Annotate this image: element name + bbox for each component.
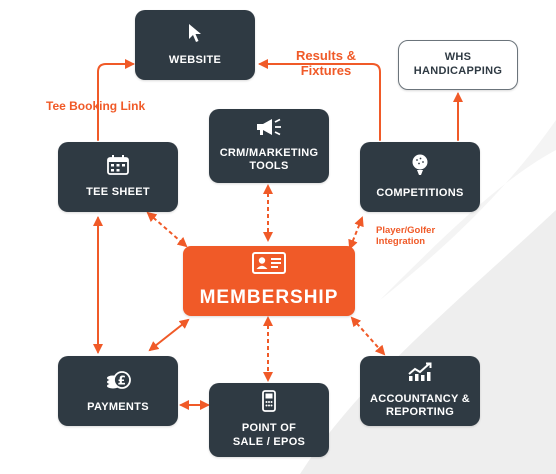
- competitions-label: COMPETITIONS: [376, 186, 464, 199]
- crm-marketing-label: CRM/MARKETING TOOLS: [219, 146, 319, 173]
- connector-teesheet-membership: [146, 211, 188, 248]
- membership-node: MEMBERSHIP: [183, 246, 355, 316]
- tee-sheet-node: TEE SHEET: [58, 142, 178, 212]
- calendar-icon: [107, 154, 129, 180]
- membership-label: MEMBERSHIP: [199, 287, 339, 308]
- whs-handicapping-label: WHS HANDICAPPING: [413, 51, 503, 77]
- connector-teesheet-website: [97, 59, 135, 141]
- megaphone-icon: [255, 118, 283, 141]
- card-terminal-icon: [262, 390, 276, 417]
- payments-label: PAYMENTS: [87, 400, 149, 413]
- website-label: WEBSITE: [168, 53, 222, 66]
- point-of-sale-label: POINT OF SALE / EPOS: [232, 422, 306, 448]
- competitions-node: COMPETITIONS: [360, 142, 480, 212]
- coins-icon: £: [105, 368, 131, 395]
- id-card-icon: [252, 252, 286, 281]
- chart-icon: [407, 362, 433, 387]
- svg-text:£: £: [118, 373, 127, 387]
- accountancy-label: ACCOUNTANCY & REPORTING: [369, 392, 471, 419]
- tee-sheet-label: TEE SHEET: [86, 185, 150, 198]
- results-fixtures-label: Results & Fixtures: [296, 48, 356, 78]
- payments-node: £ PAYMENTS: [58, 356, 178, 426]
- golf-ball-icon: [411, 154, 429, 181]
- tee-booking-link-label: Tee Booking Link: [46, 99, 146, 113]
- accountancy-node: ACCOUNTANCY & REPORTING: [360, 356, 480, 426]
- connector-competitions-membership: [348, 216, 364, 250]
- point-of-sale-node: POINT OF SALE / EPOS: [209, 383, 329, 457]
- whs-handicapping-node: WHS HANDICAPPING: [398, 40, 518, 90]
- crm-marketing-node: CRM/MARKETING TOOLS: [209, 109, 329, 183]
- website-node: WEBSITE: [135, 10, 255, 80]
- player-golfer-integration-label: Player/Golfer Integration: [376, 225, 436, 247]
- cursor-icon: [187, 23, 203, 48]
- connector-membership-accountancy: [350, 316, 386, 356]
- connector-membership-payments: [148, 318, 190, 352]
- connector-competitions-website: [258, 59, 381, 141]
